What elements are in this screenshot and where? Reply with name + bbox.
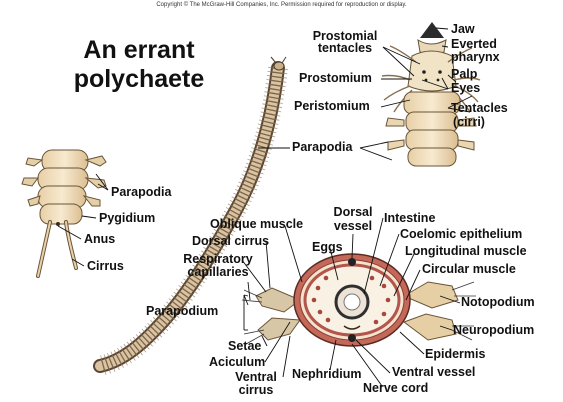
label-eyes: Eyes <box>451 82 480 95</box>
label-notopodium: Notopodium <box>461 296 535 309</box>
label-oblique-muscle: Oblique muscle <box>210 218 303 231</box>
label-parapodia-tail: Parapodia <box>111 186 171 199</box>
label-palp: Palp <box>451 68 477 81</box>
label-epidermis: Epidermis <box>425 348 485 361</box>
label-ventral-vessel: Ventral vessel <box>392 366 475 379</box>
label-nerve-cord: Nerve cord <box>363 382 428 395</box>
label-anus: Anus <box>84 233 115 246</box>
label-pygidium: Pygidium <box>99 212 155 225</box>
label-prostomium: Prostomium <box>299 72 372 85</box>
label-dorsal-cirrus: Dorsal cirrus <box>192 235 269 248</box>
label-nephridium: Nephridium <box>292 368 361 381</box>
label-cirrus-2: cirrus <box>228 384 284 397</box>
label-cirrus: Cirrus <box>87 260 124 273</box>
label-capillaries-2: capillaries <box>176 266 260 279</box>
label-intestine: Intestine <box>384 212 435 225</box>
label-circular-muscle: Circular muscle <box>422 263 516 276</box>
label-vessel-2: vessel <box>326 220 380 233</box>
label-tentacles-cirri-1: Tentacles <box>451 102 508 115</box>
worm-posterior-end <box>22 150 106 276</box>
label-peristomium: Peristomium <box>294 100 370 113</box>
label-setae: Setae <box>228 340 261 353</box>
label-eggs: Eggs <box>312 241 343 254</box>
label-pharynx-2: pharynx <box>451 51 500 64</box>
label-dorsal-1: Dorsal <box>326 206 380 219</box>
label-neuropodium: Neuropodium <box>453 324 534 337</box>
label-jaw: Jaw <box>451 23 475 36</box>
label-longitudinal-muscle: Longitudinal muscle <box>405 245 527 258</box>
label-tentacles-2: tentacles <box>300 42 390 55</box>
label-parapodium: Parapodium <box>146 305 218 318</box>
label-tentacles-cirri-2: (cirri) <box>453 116 485 129</box>
label-coelomic-epithelium: Coelomic epithelium <box>400 228 522 241</box>
label-aciculum: Aciculum <box>209 356 265 369</box>
label-parapodia-head: Parapodia <box>292 141 352 154</box>
